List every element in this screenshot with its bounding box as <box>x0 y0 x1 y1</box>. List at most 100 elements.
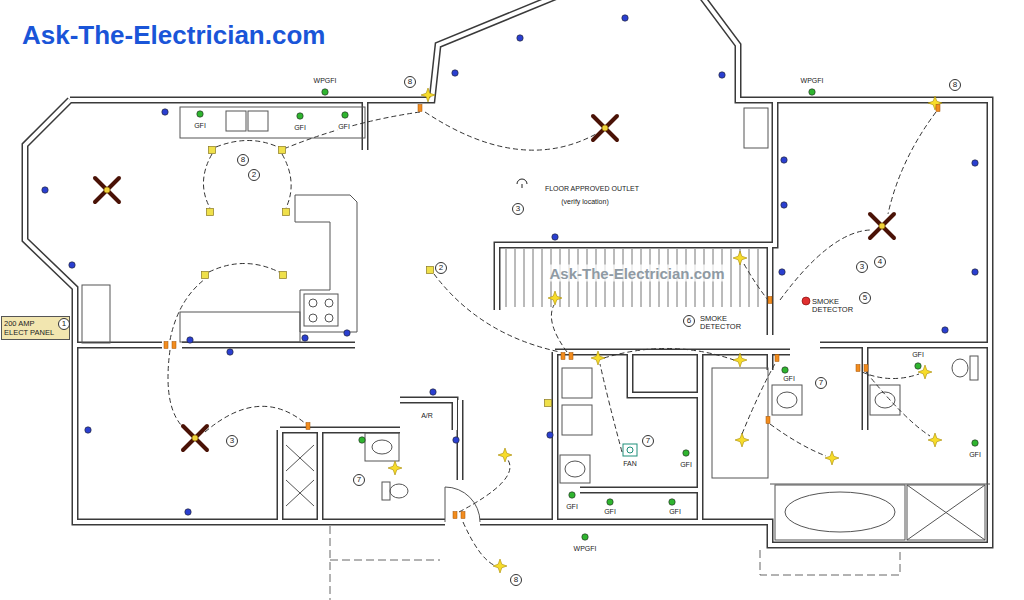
duplex-outlet <box>779 269 785 275</box>
fan-blade <box>593 116 617 140</box>
switch-leg <box>463 522 496 566</box>
ceiling-light <box>825 451 839 465</box>
wall-switch <box>856 365 860 372</box>
note: (verify location) <box>560 198 609 206</box>
bathtub <box>775 485 905 540</box>
ceiling-light <box>928 433 942 447</box>
duplex-outlet <box>719 72 725 78</box>
pantry <box>82 285 110 343</box>
bath-sink <box>875 392 895 408</box>
gfi-outlet <box>607 499 613 505</box>
fixture-tag: GFI <box>911 351 925 359</box>
fixture-tag: GFI <box>782 375 796 383</box>
fan-blade <box>183 426 207 450</box>
gfi-outlet <box>782 367 788 373</box>
powder-sink <box>372 440 392 454</box>
gfi-outlet <box>197 111 203 117</box>
lower-counter <box>180 312 300 342</box>
ceiling-light <box>493 559 507 573</box>
recessed-light <box>283 209 290 216</box>
fixture-tag: WPGFI <box>573 545 598 553</box>
duplex-outlet <box>552 234 558 240</box>
gfi-outlet <box>972 440 978 446</box>
stair-tread <box>542 249 543 307</box>
ceiling-fan <box>95 178 119 202</box>
floor-outlet <box>517 179 527 188</box>
watermark: Ask-The-Electrician.com <box>547 265 726 282</box>
switch-leg <box>744 264 768 300</box>
wall-switch <box>936 105 940 112</box>
ceiling-fan <box>870 214 894 238</box>
switch-leg <box>604 348 734 360</box>
stair-tread <box>533 249 534 307</box>
duplex-outlet <box>942 327 948 333</box>
switch-leg <box>551 305 567 352</box>
callout-number: 7 <box>353 474 365 486</box>
recessed-light <box>545 400 552 407</box>
fixture-tag: GFI <box>337 123 351 131</box>
fan-hub <box>602 125 608 131</box>
duplex-outlet <box>781 202 787 208</box>
callout-number: 8 <box>510 574 522 586</box>
fixture-tag: GFI <box>668 508 682 516</box>
closet-doors <box>286 445 314 506</box>
gfi-outlet <box>342 112 348 118</box>
duplex-outlet <box>85 427 91 433</box>
switch-leg <box>866 372 930 436</box>
switch-leg <box>780 230 870 300</box>
duplex-outlet <box>185 509 191 515</box>
recessed-light <box>207 209 214 216</box>
note: FLOOR APPROVED OUTLET <box>544 185 640 193</box>
toilet-tank <box>382 482 390 500</box>
laundry-sink <box>560 455 590 483</box>
switch-leg <box>862 372 919 379</box>
fixture-tag: WPGFI <box>313 77 338 85</box>
smoke-detector <box>802 297 810 305</box>
wall-switch <box>461 512 465 519</box>
wall-switch <box>864 365 868 372</box>
duplex-outlet <box>547 432 553 438</box>
wall-switch <box>306 423 310 430</box>
ceiling-fans <box>95 116 894 450</box>
switch-leg <box>600 364 622 452</box>
gfi-outlet <box>582 534 588 540</box>
gfi-outlet <box>669 499 675 505</box>
exhaust-fan <box>623 444 637 456</box>
duplex-outlet <box>227 349 233 355</box>
cooktop <box>304 294 338 326</box>
callout-number: 4 <box>874 256 886 268</box>
fixture-tag: A/R <box>420 412 434 420</box>
dryer <box>562 405 592 435</box>
toilet-tank <box>970 356 978 380</box>
callout-number: 7 <box>642 435 654 447</box>
gfi-outlet-group <box>197 89 978 540</box>
smoke-detector-label: SMOKE DETECTOR <box>700 315 744 331</box>
fixture-tag: GFI <box>565 503 579 511</box>
fixture-tag: FAN <box>622 460 638 468</box>
wall-switches <box>164 105 940 519</box>
wall-switch <box>569 353 573 360</box>
stair-tread <box>758 249 759 307</box>
gfi-outlet <box>322 89 328 95</box>
fan-blade <box>593 116 617 140</box>
shower <box>907 485 985 540</box>
callout-number: 3 <box>512 203 524 215</box>
electrical-symbols <box>42 15 978 573</box>
shower-cross <box>907 485 985 540</box>
gfi-outlet <box>683 450 689 456</box>
panel-label: 200 AMP ELECT PANEL <box>4 319 57 337</box>
switch-leg <box>170 279 205 340</box>
fixtures <box>82 107 990 540</box>
callout-number: 3 <box>226 435 238 447</box>
switch-leg <box>434 274 560 352</box>
wall-switch <box>164 342 168 349</box>
gfi-outlet <box>359 437 365 443</box>
callout-number: 8 <box>404 76 416 88</box>
stair-tread <box>506 249 507 307</box>
wall-switch <box>775 355 779 362</box>
fan-hub <box>192 435 198 441</box>
duplex-outlet <box>781 157 787 163</box>
fixture-tag: GFI <box>293 124 307 132</box>
fan-blade <box>183 426 207 450</box>
